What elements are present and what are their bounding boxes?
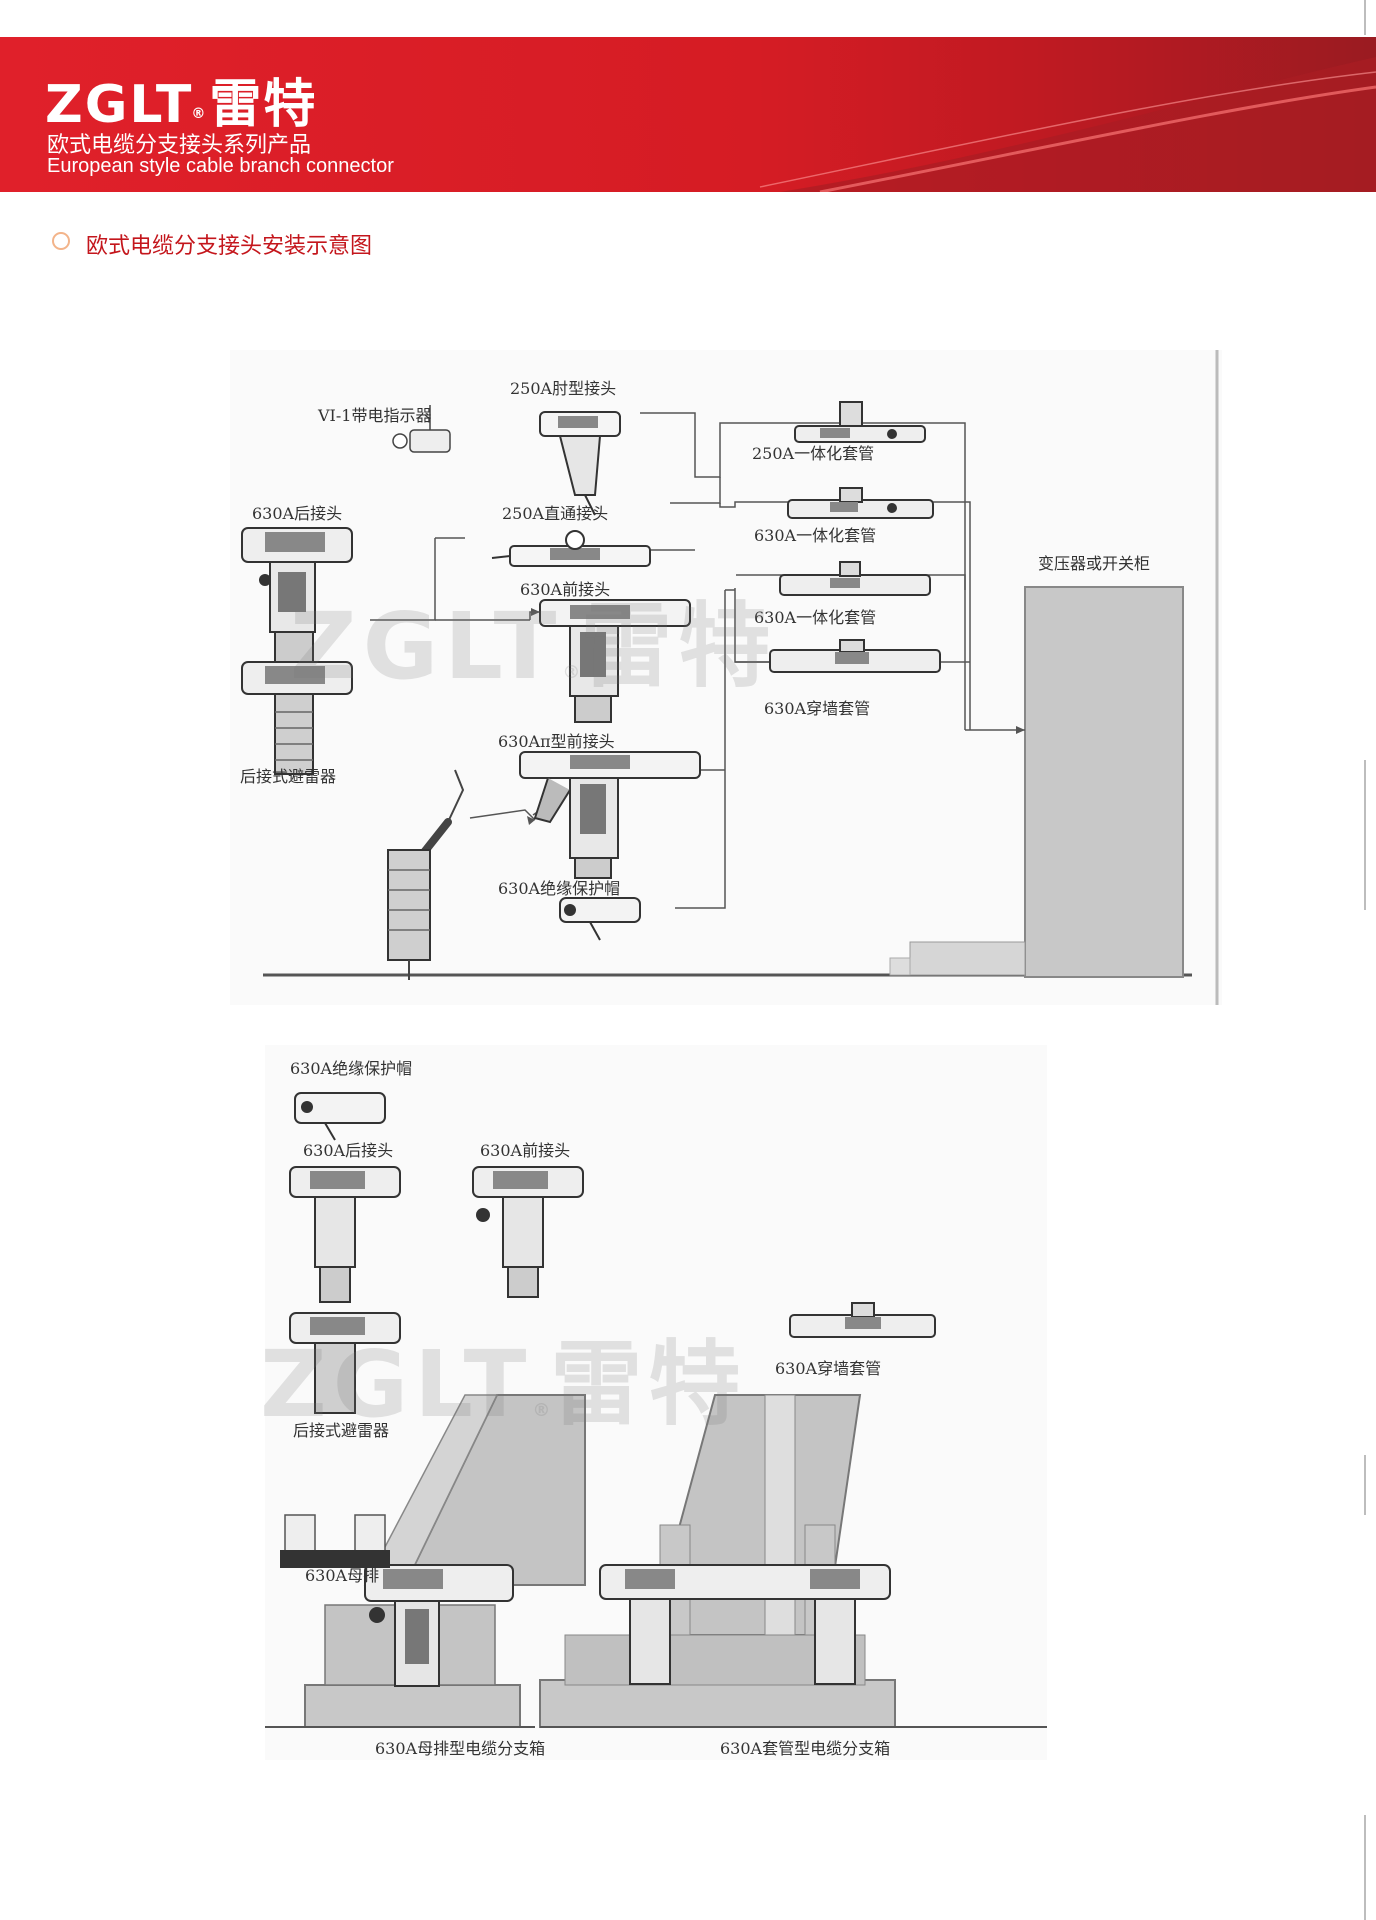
brand-latin: ZGLT (45, 75, 194, 135)
banner-swoosh (759, 57, 1376, 192)
diagram-installation: VI-1带电指示器 250A肘型接头 250A直通接头 630A后接头 630A… (230, 350, 1222, 1005)
straight250-part (491, 530, 651, 567)
label-transformer: 变压器或开关柜 (1038, 554, 1151, 573)
bush630a-part (787, 487, 934, 519)
cap630-small-part (294, 1092, 386, 1141)
subtitle-en: European style cable branch connector (47, 155, 394, 177)
label2-busbar630: 630A母排 (305, 1566, 380, 1585)
label2-rear630: 630A后接头 (303, 1141, 394, 1160)
watermark-2: ZGLT®雷特 (260, 1310, 746, 1443)
bushing-box-part (539, 1394, 1047, 1728)
label-bush630b: 630A一体化套管 (754, 608, 877, 627)
vi1-indicator-part (392, 405, 451, 453)
margin-rail-bottom (1364, 1815, 1366, 1920)
busbar630-part (280, 1514, 390, 1568)
cap630-part (559, 897, 641, 941)
diagram2-drawing (265, 1092, 1047, 1728)
watermark-reg: ® (562, 662, 581, 683)
bush250-part (794, 401, 926, 443)
label2-front630: 630A前接头 (480, 1141, 571, 1160)
label2-wall630: 630A穿墙套管 (775, 1359, 882, 1378)
section-title: 欧式电缆分支接头安装示意图 (86, 234, 373, 259)
front630-small-part (472, 1166, 584, 1298)
wall630-small-part (789, 1302, 936, 1338)
label-vi1: VI-1带电指示器 (318, 406, 432, 425)
watermark-1: ZGLT®雷特 (290, 572, 776, 705)
label-arrester: 后接式避雷器 (240, 767, 337, 786)
bush630b-part (779, 561, 931, 596)
label2-arrester: 后接式避雷器 (293, 1421, 390, 1440)
label2-box-busbar: 630A母排型电缆分支箱 (375, 1739, 546, 1758)
busbar-box-part (265, 1394, 586, 1728)
margin-rail-mid (1364, 760, 1366, 910)
watermark-latin: ZGLT (290, 593, 563, 700)
watermark-cn: 雷特 (580, 593, 777, 700)
label-elbow250: 250A肘型接头 (510, 379, 617, 398)
rear630-part (241, 527, 353, 678)
brand-logo: ZGLT®雷特 (45, 62, 317, 137)
diagram1-drawing (241, 350, 1219, 1005)
label-cap630: 630A绝缘保护帽 (498, 879, 621, 898)
label-bush630a: 630A一体化套管 (754, 526, 877, 545)
arrester-rear-part (241, 661, 353, 775)
label2-cap630: 630A绝缘保护帽 (290, 1059, 413, 1078)
header-banner: ZGLT®雷特 欧式电缆分支接头系列产品 European style cabl… (0, 37, 1376, 192)
brand-cn: 雷特 (209, 75, 318, 135)
subtitle-cn: 欧式电缆分支接头系列产品 (47, 133, 312, 158)
pi630-part (519, 751, 701, 879)
cable-tube-part (387, 769, 465, 980)
watermark2-cn: 雷特 (550, 1331, 747, 1438)
label-wall630: 630A穿墙套管 (764, 699, 871, 718)
diagram-branch-boxes: 630A绝缘保护帽 630A后接头 630A前接头 后接式避雷器 630A母排 … (260, 1045, 1047, 1760)
section-bullet-icon (52, 232, 70, 250)
label2-box-bushing: 630A套管型电缆分支箱 (720, 1739, 891, 1758)
label-rear630: 630A后接头 (252, 504, 343, 523)
label-straight250: 250A直通接头 (502, 504, 609, 523)
front630-part (539, 599, 691, 723)
elbow250-part (539, 411, 621, 516)
margin-rail-lower (1364, 1455, 1366, 1515)
margin-rail-top (1364, 0, 1366, 35)
label-bush250: 250A一体化套管 (752, 444, 875, 463)
wall630-part (769, 639, 941, 673)
label-front630: 630A前接头 (520, 580, 611, 599)
brand-reg: ® (191, 106, 208, 122)
watermark2-reg: ® (532, 1400, 551, 1421)
rear630-small-part (289, 1166, 401, 1303)
arrester-small-part (289, 1312, 401, 1414)
watermark2-latin: ZGLT (260, 1331, 533, 1438)
label-pi630: 630Aπ型前接头 (498, 732, 615, 751)
